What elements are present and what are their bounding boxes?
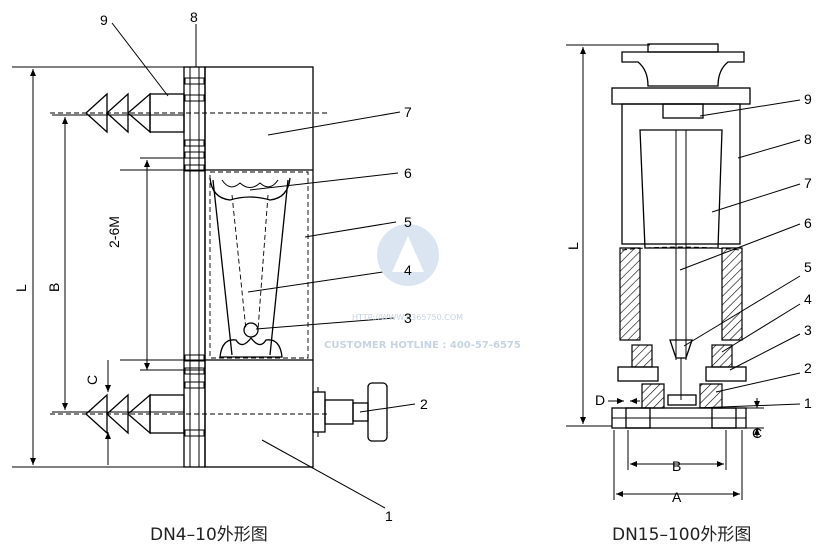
left-label-4: 4 xyxy=(404,262,412,278)
left-label-3: 3 xyxy=(404,310,412,326)
left-labels: 9 8 7 6 5 4 3 2 1 L B 2-6M C DN4–10外形图 xyxy=(13,9,428,545)
left-label-5: 5 xyxy=(404,214,412,230)
right-label-5: 5 xyxy=(804,259,812,275)
left-dim-C: C xyxy=(84,375,100,385)
right-flowmeter-drawing xyxy=(566,43,764,500)
right-dim-L: L xyxy=(565,242,581,250)
right-dim-B: B xyxy=(672,458,681,474)
left-dim-L: L xyxy=(13,284,29,292)
right-label-1: 1 xyxy=(804,395,812,411)
right-label-4: 4 xyxy=(804,291,812,307)
left-caption: DN4–10外形图 xyxy=(150,525,268,545)
left-leader-lines xyxy=(111,22,416,509)
left-label-6: 6 xyxy=(404,165,412,181)
left-label-9: 9 xyxy=(100,12,108,28)
left-dim-B: B xyxy=(46,283,62,292)
right-label-9: 9 xyxy=(804,91,812,107)
right-dim-D: D xyxy=(595,392,605,408)
right-caption: DN15–100外形图 xyxy=(612,525,751,545)
left-label-7: 7 xyxy=(404,104,412,120)
right-label-8: 8 xyxy=(804,131,812,147)
right-label-7: 7 xyxy=(804,175,812,191)
right-leader-lines xyxy=(679,99,801,409)
right-labels: 9 8 7 6 5 4 3 2 1 L B A C D DN15–100外形图 xyxy=(565,91,812,545)
right-label-3: 3 xyxy=(804,322,812,338)
right-label-6: 6 xyxy=(804,215,812,231)
left-flowmeter-drawing xyxy=(12,66,388,468)
back-plate-slots xyxy=(184,77,205,437)
right-dim-C: C xyxy=(752,425,762,441)
left-dim-thread: 2-6M xyxy=(106,216,122,248)
watermark-url: HTTP://WWW.K365750.COM xyxy=(352,313,463,322)
right-label-2: 2 xyxy=(804,360,812,376)
watermark-hotline: CUSTOMER HOTLINE : 400-57-6575 xyxy=(324,340,521,351)
watermark: HTTP://WWW.K365750.COM CUSTOMER HOTLINE … xyxy=(324,224,521,351)
left-label-8: 8 xyxy=(190,9,198,25)
left-label-2: 2 xyxy=(420,396,428,412)
right-dim-A: A xyxy=(672,489,682,505)
left-label-1: 1 xyxy=(385,508,393,524)
